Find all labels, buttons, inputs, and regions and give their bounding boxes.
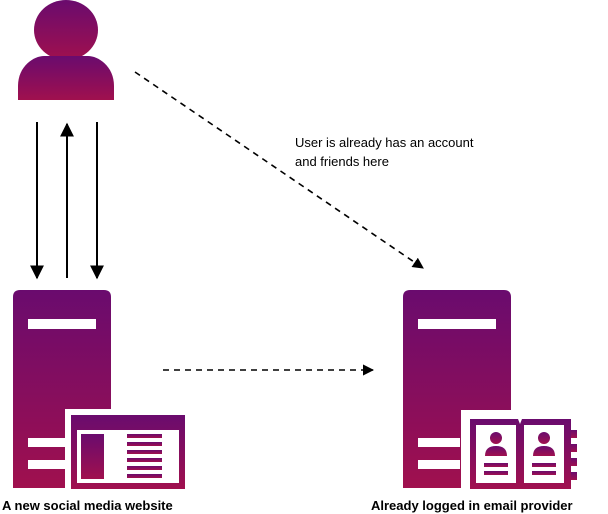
address-book-icon <box>461 410 579 496</box>
webpage-icon <box>65 409 189 495</box>
annotation-line-1: User is already has an account <box>295 135 474 150</box>
user-icon <box>18 0 114 100</box>
request-response-arrows <box>30 122 104 280</box>
dashed-arrow-user-to-email <box>134 71 424 269</box>
social-site-label: A new social media website <box>2 498 173 513</box>
annotation-text: User is already has an account and frien… <box>295 133 473 171</box>
annotation-line-2: and friends here <box>295 154 389 169</box>
email-provider-label: Already logged in email provider <box>371 498 573 513</box>
